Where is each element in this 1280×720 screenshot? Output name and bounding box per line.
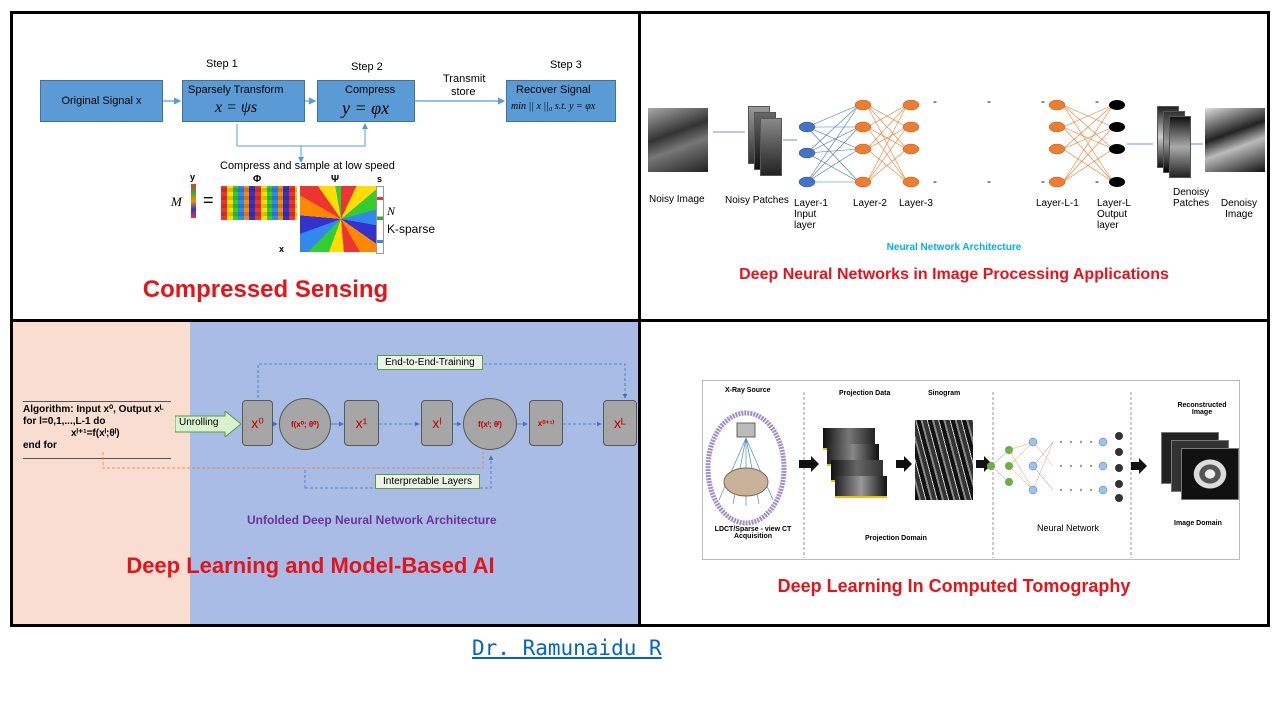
transmit-label: Transmit bbox=[443, 73, 486, 85]
sparse-transform-label: Sparsely Transform bbox=[188, 84, 284, 96]
node-xl-label: xˡ bbox=[432, 415, 442, 431]
sym-N: N bbox=[387, 204, 396, 218]
node-x1: x¹ bbox=[344, 400, 379, 446]
node-x0-label: x⁰ bbox=[251, 414, 264, 431]
ct-panel: X-Ray Source Projection Data Sinogram Re… bbox=[638, 319, 1270, 627]
sinogram-label: Sinogram bbox=[928, 390, 961, 397]
s-vector bbox=[376, 186, 384, 254]
flow-arrows bbox=[163, 97, 506, 163]
unfolded-title: Deep Learning and Model-Based AI bbox=[126, 553, 495, 578]
unfolded-connectors bbox=[102, 363, 628, 489]
reconstructed-stack bbox=[1161, 432, 1239, 500]
dnn-title: Deep Neural Networks in Image Processing… bbox=[739, 266, 1169, 283]
sym-M: M bbox=[171, 194, 182, 209]
layer1-label: Layer-1 Input layer bbox=[794, 198, 828, 231]
ct-diagram bbox=[705, 392, 1147, 558]
dnn-panel: - - - - - - - - Noisy Image Noisy Patche… bbox=[638, 11, 1270, 322]
noisy-patches bbox=[748, 106, 782, 184]
layer3-label: Layer-3 bbox=[899, 198, 933, 209]
compress-label: Compress bbox=[345, 84, 396, 96]
node-xL: xᴸ bbox=[603, 400, 637, 446]
projection-domain-label: Projection Domain bbox=[865, 535, 927, 542]
sinogram-image bbox=[915, 420, 973, 500]
algo-line4: end for bbox=[23, 440, 57, 451]
layerL1-label: Layer-L-1 bbox=[1036, 198, 1079, 209]
noisy-image bbox=[648, 108, 708, 172]
step2-label: Step 2 bbox=[351, 61, 383, 73]
store-label: store bbox=[451, 86, 476, 98]
algo-line1: Algorithm: Input x⁰, Output xᴸ bbox=[23, 404, 164, 415]
projection-stack bbox=[823, 428, 887, 500]
compress-box: Compress y = φx bbox=[317, 80, 415, 122]
unrolling-arrow: Unrolling bbox=[174, 409, 242, 439]
original-signal-label: Original Signal x bbox=[61, 95, 142, 107]
unfolded-panel: Algorithm: Input x⁰, Output xᴸ for l=0,1… bbox=[10, 319, 641, 627]
node-xl: xˡ bbox=[421, 400, 453, 446]
recover-signal-box: Recover Signal min || x ||₀ s.t. y = φx bbox=[506, 80, 616, 122]
noisy-patches-label: Noisy Patches bbox=[725, 195, 789, 206]
node-xL-label: xᴸ bbox=[614, 415, 626, 431]
psi-matrix bbox=[300, 186, 382, 252]
neural-network-label: Neural Network bbox=[1037, 523, 1100, 533]
layerL-label: Layer-L Output layer bbox=[1097, 198, 1131, 231]
algorithm-pane bbox=[13, 322, 190, 624]
step3-label: Step 3 bbox=[550, 59, 582, 71]
sparse-transform-box: Sparsely Transform x = ψs bbox=[182, 80, 305, 122]
noisy-image-label: Noisy Image bbox=[649, 194, 705, 205]
layer2-label: Layer-2 bbox=[853, 198, 887, 209]
author-link[interactable]: Dr. Ramunaidu R bbox=[472, 636, 662, 660]
algo-line3: xˡ⁺¹=f(xˡ;θˡ) bbox=[71, 428, 120, 439]
hidden-dashes-top: - - - - bbox=[933, 94, 1109, 108]
node-xl1: x⁽ˡ⁺¹⁾ bbox=[529, 400, 563, 446]
hidden-dashes-bottom: - - - - bbox=[933, 174, 1109, 188]
denoisy-image bbox=[1205, 108, 1265, 172]
denoisy-patches bbox=[1157, 106, 1191, 184]
algo-line2: for l=0,1,...,L-1 do bbox=[23, 416, 106, 427]
unfolded-subtitle: Unfolded Deep Neural Network Architectur… bbox=[247, 513, 497, 527]
sym-psi: Ψ bbox=[331, 174, 340, 185]
sym-s: s bbox=[377, 174, 383, 184]
interpretable-label: Interpretable Layers bbox=[375, 474, 480, 489]
phi-matrix bbox=[221, 186, 297, 220]
sym-x: x bbox=[279, 244, 285, 254]
nn-architecture-subtitle: Neural Network Architecture bbox=[886, 242, 1022, 253]
algorithm-text: Algorithm: Input x⁰, Output xᴸ for l=0,1… bbox=[23, 401, 171, 459]
compressed-sensing-panel: Step 1 Step 2 Step 3 Original Signal x S… bbox=[10, 11, 641, 322]
low-speed-caption: Compress and sample at low speed bbox=[220, 160, 395, 172]
original-signal-box: Original Signal x bbox=[40, 80, 163, 122]
reconstructed-label: Reconstructed Image bbox=[1177, 402, 1227, 416]
compressed-sensing-title: Compressed Sensing bbox=[142, 276, 389, 303]
node-f0-label: f(x⁰; θ⁰) bbox=[290, 419, 320, 429]
image-domain-label: Image Domain bbox=[1174, 520, 1222, 527]
unrolling-arrow-shape bbox=[174, 409, 242, 439]
denoisy-patches-label: Denoisy Patches bbox=[1173, 187, 1210, 209]
ct-figure bbox=[702, 380, 1240, 560]
ldct-label: LDCT/Sparse - view CT Acquisition bbox=[714, 526, 792, 540]
recover-equation: min || x ||₀ s.t. y = φx bbox=[511, 101, 596, 112]
node-f0: f(x⁰; θ⁰) bbox=[279, 398, 331, 450]
node-fl: f(xˡ; θˡ) bbox=[463, 398, 517, 450]
node-x0: x⁰ bbox=[242, 400, 273, 446]
node-fl-label: f(xˡ; θˡ) bbox=[478, 419, 502, 429]
y-vector bbox=[191, 184, 196, 218]
node-xl1-label: x⁽ˡ⁺¹⁾ bbox=[537, 418, 555, 428]
node-x1-label: x¹ bbox=[355, 415, 368, 431]
sym-K-sparse: K-sparse bbox=[387, 222, 436, 236]
xray-source-label: X-Ray Source bbox=[725, 387, 771, 394]
sym-phi: Φ bbox=[253, 174, 262, 185]
denoisy-image-label: Denoisy Image bbox=[1220, 198, 1258, 220]
projection-data-label: Projection Data bbox=[839, 390, 891, 397]
step1-label: Step 1 bbox=[206, 58, 238, 70]
sym-equals: = bbox=[203, 190, 214, 210]
ct-title: Deep Learning In Computed Tomography bbox=[777, 576, 1131, 596]
compress-equation: y = φx bbox=[342, 98, 390, 118]
end-to-end-label: End-to-End-Training bbox=[377, 355, 483, 370]
recover-signal-label: Recover Signal bbox=[516, 84, 591, 96]
neural-network-diagram bbox=[713, 99, 1203, 188]
unrolling-label: Unrolling bbox=[179, 417, 219, 428]
sym-y: y bbox=[190, 172, 196, 182]
sparse-transform-equation: x = ψs bbox=[215, 99, 258, 116]
